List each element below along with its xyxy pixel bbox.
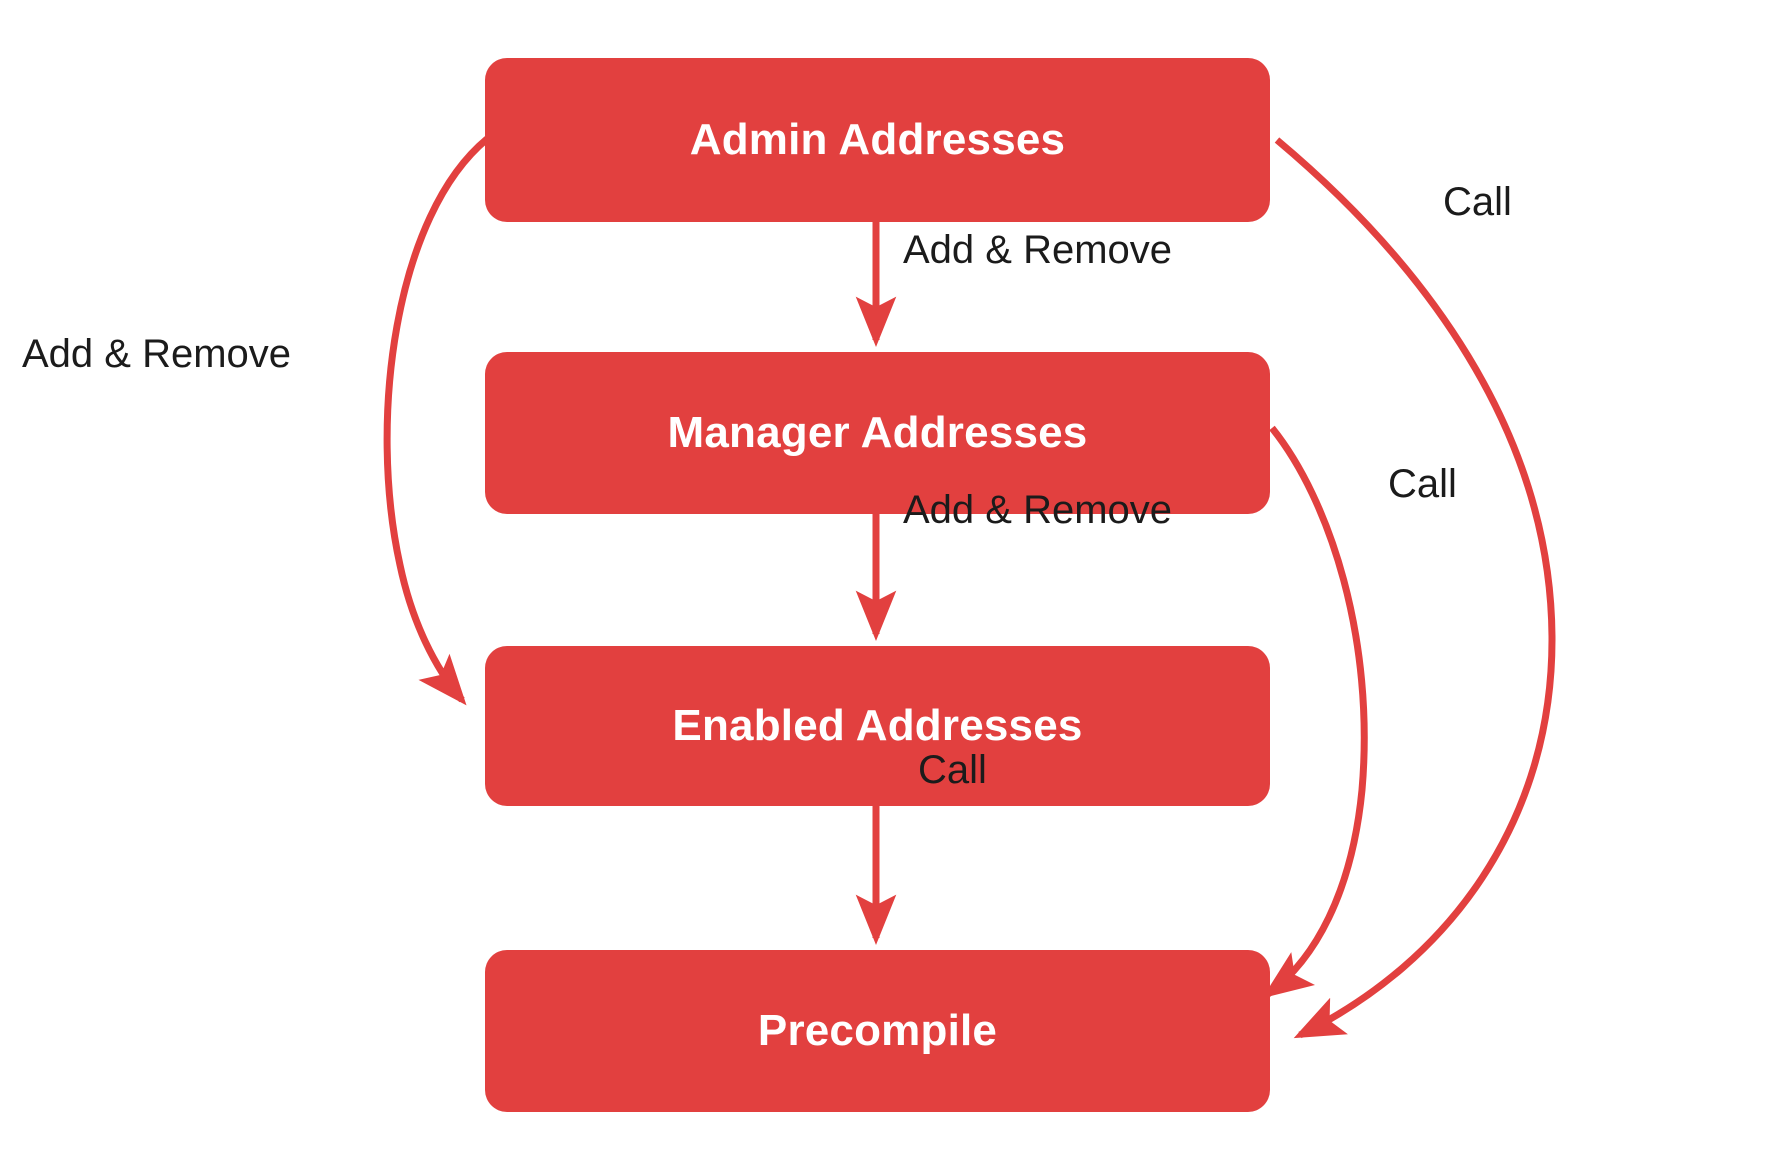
edge-label-admin-to-precompile: Call (1443, 180, 1512, 224)
node-admin-addresses-label: Admin Addresses (689, 115, 1066, 164)
edge-manager-to-precompile (1262, 425, 1368, 999)
node-manager-addresses[interactable]: Manager Addresses (485, 352, 1270, 514)
edge-label-admin-to-enabled: Add & Remove (22, 332, 292, 376)
node-manager-addresses-label: Manager Addresses (667, 408, 1088, 457)
edge-admin-to-enabled (383, 136, 490, 706)
node-enabled-addresses[interactable]: Enabled Addresses (485, 646, 1270, 806)
edge-label-admin-to-manager: Add & Remove (903, 228, 1173, 272)
edge-label-enabled-to-precompile: Call (918, 748, 987, 792)
edge-label-manager-to-enabled: Add & Remove (903, 488, 1173, 532)
node-precompile-label: Precompile (757, 1006, 998, 1055)
node-precompile[interactable]: Precompile (485, 950, 1270, 1112)
edge-admin-to-precompile (1274, 137, 1556, 1039)
node-admin-addresses[interactable]: Admin Addresses (485, 58, 1270, 222)
node-enabled-addresses-label: Enabled Addresses (672, 701, 1083, 750)
edge-label-manager-to-precompile: Call (1388, 462, 1457, 506)
